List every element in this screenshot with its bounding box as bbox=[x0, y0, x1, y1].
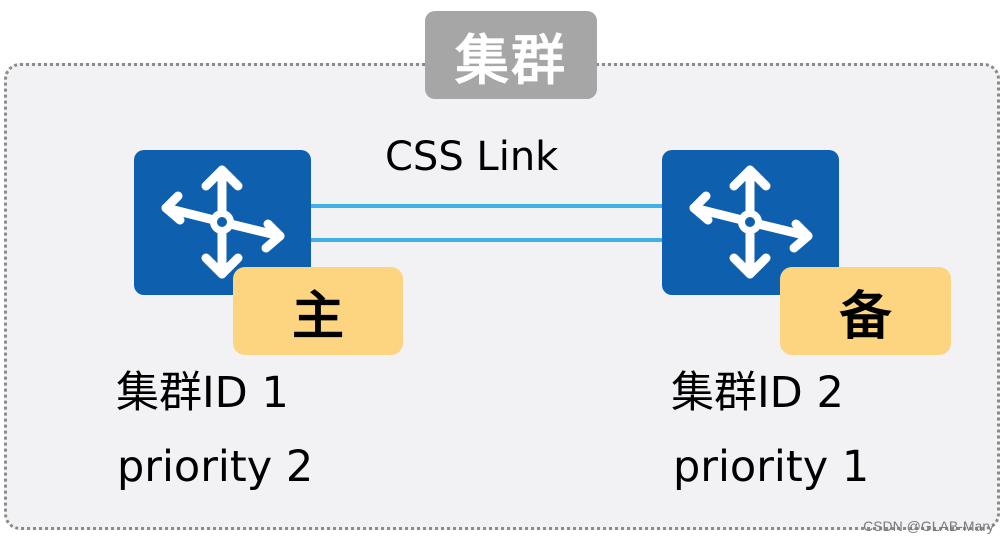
watermark: CSDN @GLAB-Mary bbox=[863, 518, 994, 534]
css-link-line-2 bbox=[311, 238, 663, 242]
css-link-line-1 bbox=[311, 204, 663, 208]
cluster-id-standby: 集群ID 2 bbox=[671, 368, 844, 418]
priority-standby: priority 1 bbox=[673, 442, 870, 492]
cluster-title: 集群 bbox=[425, 11, 597, 99]
switch-icon-master bbox=[134, 150, 311, 295]
cluster-id-master: 集群ID 1 bbox=[116, 368, 289, 418]
network-switch-icon bbox=[689, 165, 813, 279]
css-link-label: CSS Link bbox=[385, 134, 559, 180]
role-badge-standby: 备 bbox=[780, 267, 951, 355]
network-switch-icon bbox=[161, 165, 285, 279]
priority-master: priority 2 bbox=[117, 442, 314, 492]
role-badge-master: 主 bbox=[233, 267, 403, 355]
